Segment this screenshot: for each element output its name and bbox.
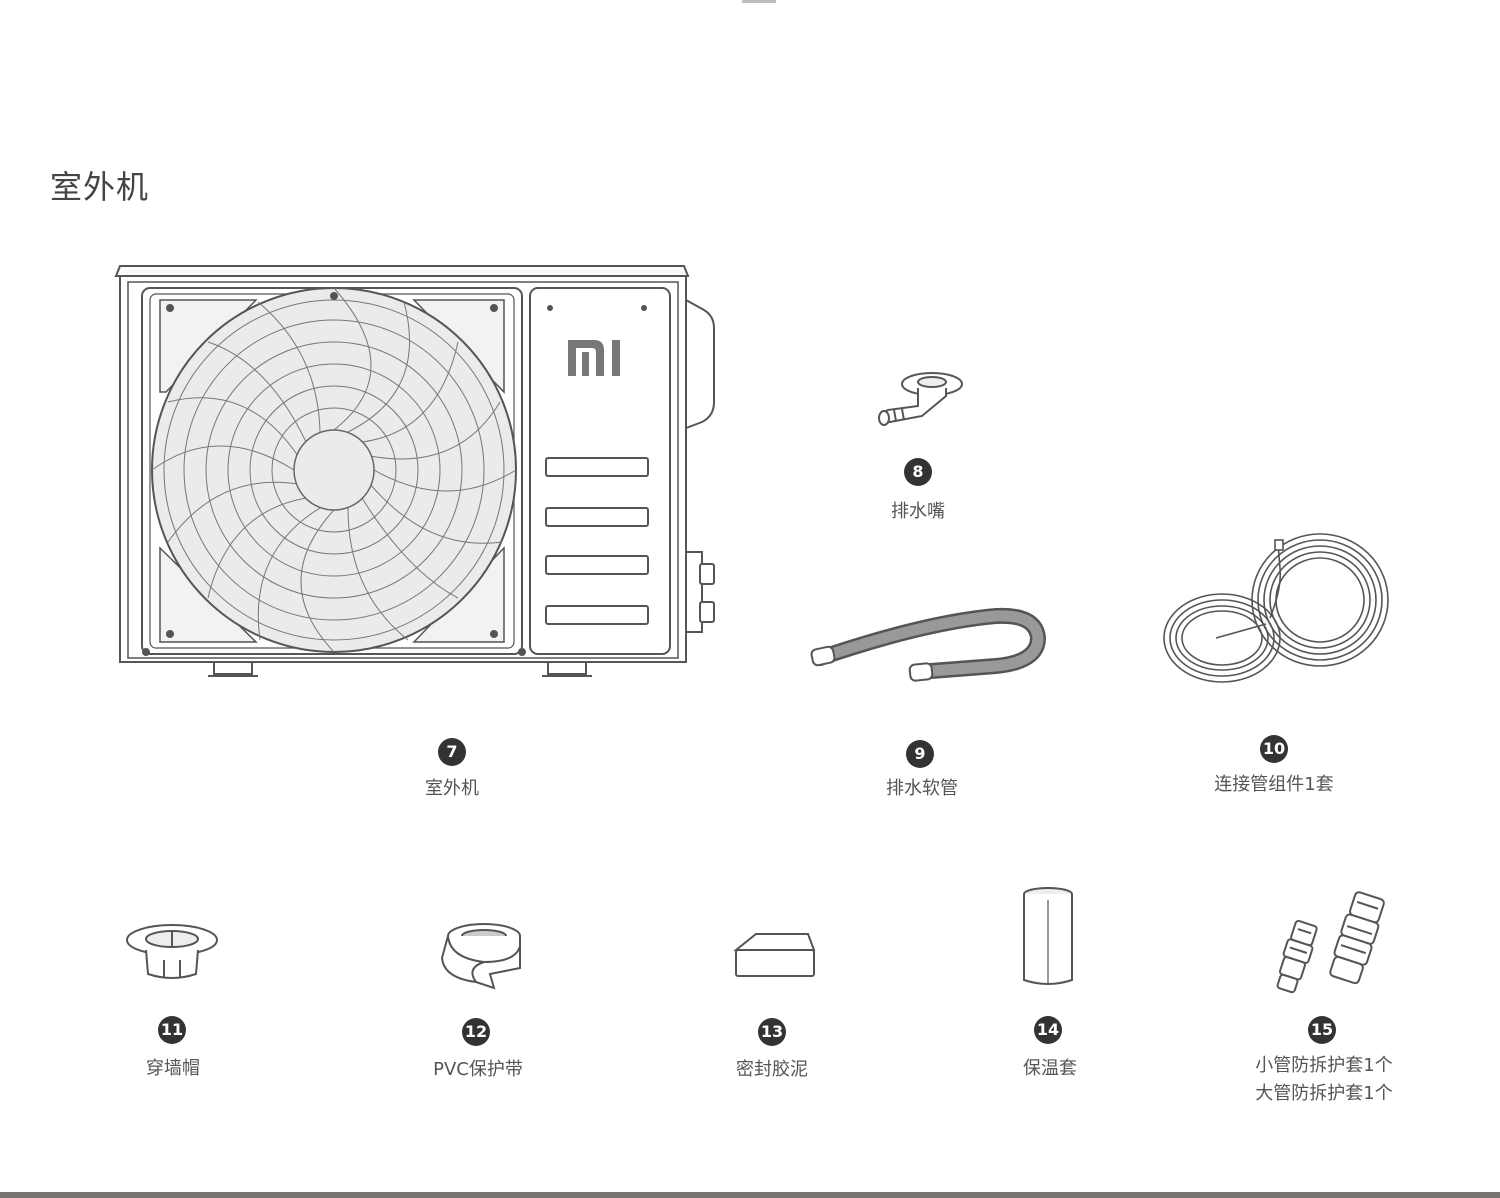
item-15-label-line1: 小管防拆护套1个 — [1255, 1055, 1393, 1076]
item-14-label: 保温套 — [1023, 1058, 1077, 1079]
item-12-label: PVC保护带 — [433, 1059, 523, 1080]
item-14-number: 14 — [1034, 1016, 1062, 1044]
insulation-sleeve-illustration — [1020, 884, 1076, 990]
drain-nozzle-illustration — [872, 366, 972, 432]
item-13-label: 密封胶泥 — [736, 1059, 808, 1080]
item-8-label: 排水嘴 — [891, 501, 945, 522]
item-7-number: 7 — [438, 738, 466, 766]
item-10-number: 10 — [1260, 735, 1288, 763]
bottom-divider — [0, 1192, 1500, 1198]
drain-hose-illustration — [806, 600, 1050, 692]
item-8-number: 8 — [904, 458, 932, 486]
pipe-protector-illustration — [1268, 888, 1392, 998]
item-11-number: 11 — [158, 1016, 186, 1044]
item-10-label: 连接管组件1套 — [1214, 774, 1334, 795]
item-12-number: 12 — [462, 1018, 490, 1046]
sealing-putty-illustration — [730, 928, 820, 982]
item-15-label-line2: 大管防拆护套1个 — [1255, 1083, 1393, 1104]
top-divider — [742, 0, 776, 3]
item-7-label: 室外机 — [425, 778, 479, 799]
outdoor-unit-illustration — [108, 252, 728, 692]
item-9-number: 9 — [906, 740, 934, 768]
section-title: 室外机 — [50, 168, 150, 206]
item-11-label: 穿墙帽 — [146, 1058, 200, 1079]
item-15-number: 15 — [1308, 1016, 1336, 1044]
item-9-label: 排水软管 — [886, 778, 958, 799]
item-13-number: 13 — [758, 1018, 786, 1046]
connecting-pipe-illustration — [1160, 528, 1396, 686]
pvc-tape-illustration — [436, 918, 526, 992]
wall-cap-illustration — [124, 920, 222, 982]
